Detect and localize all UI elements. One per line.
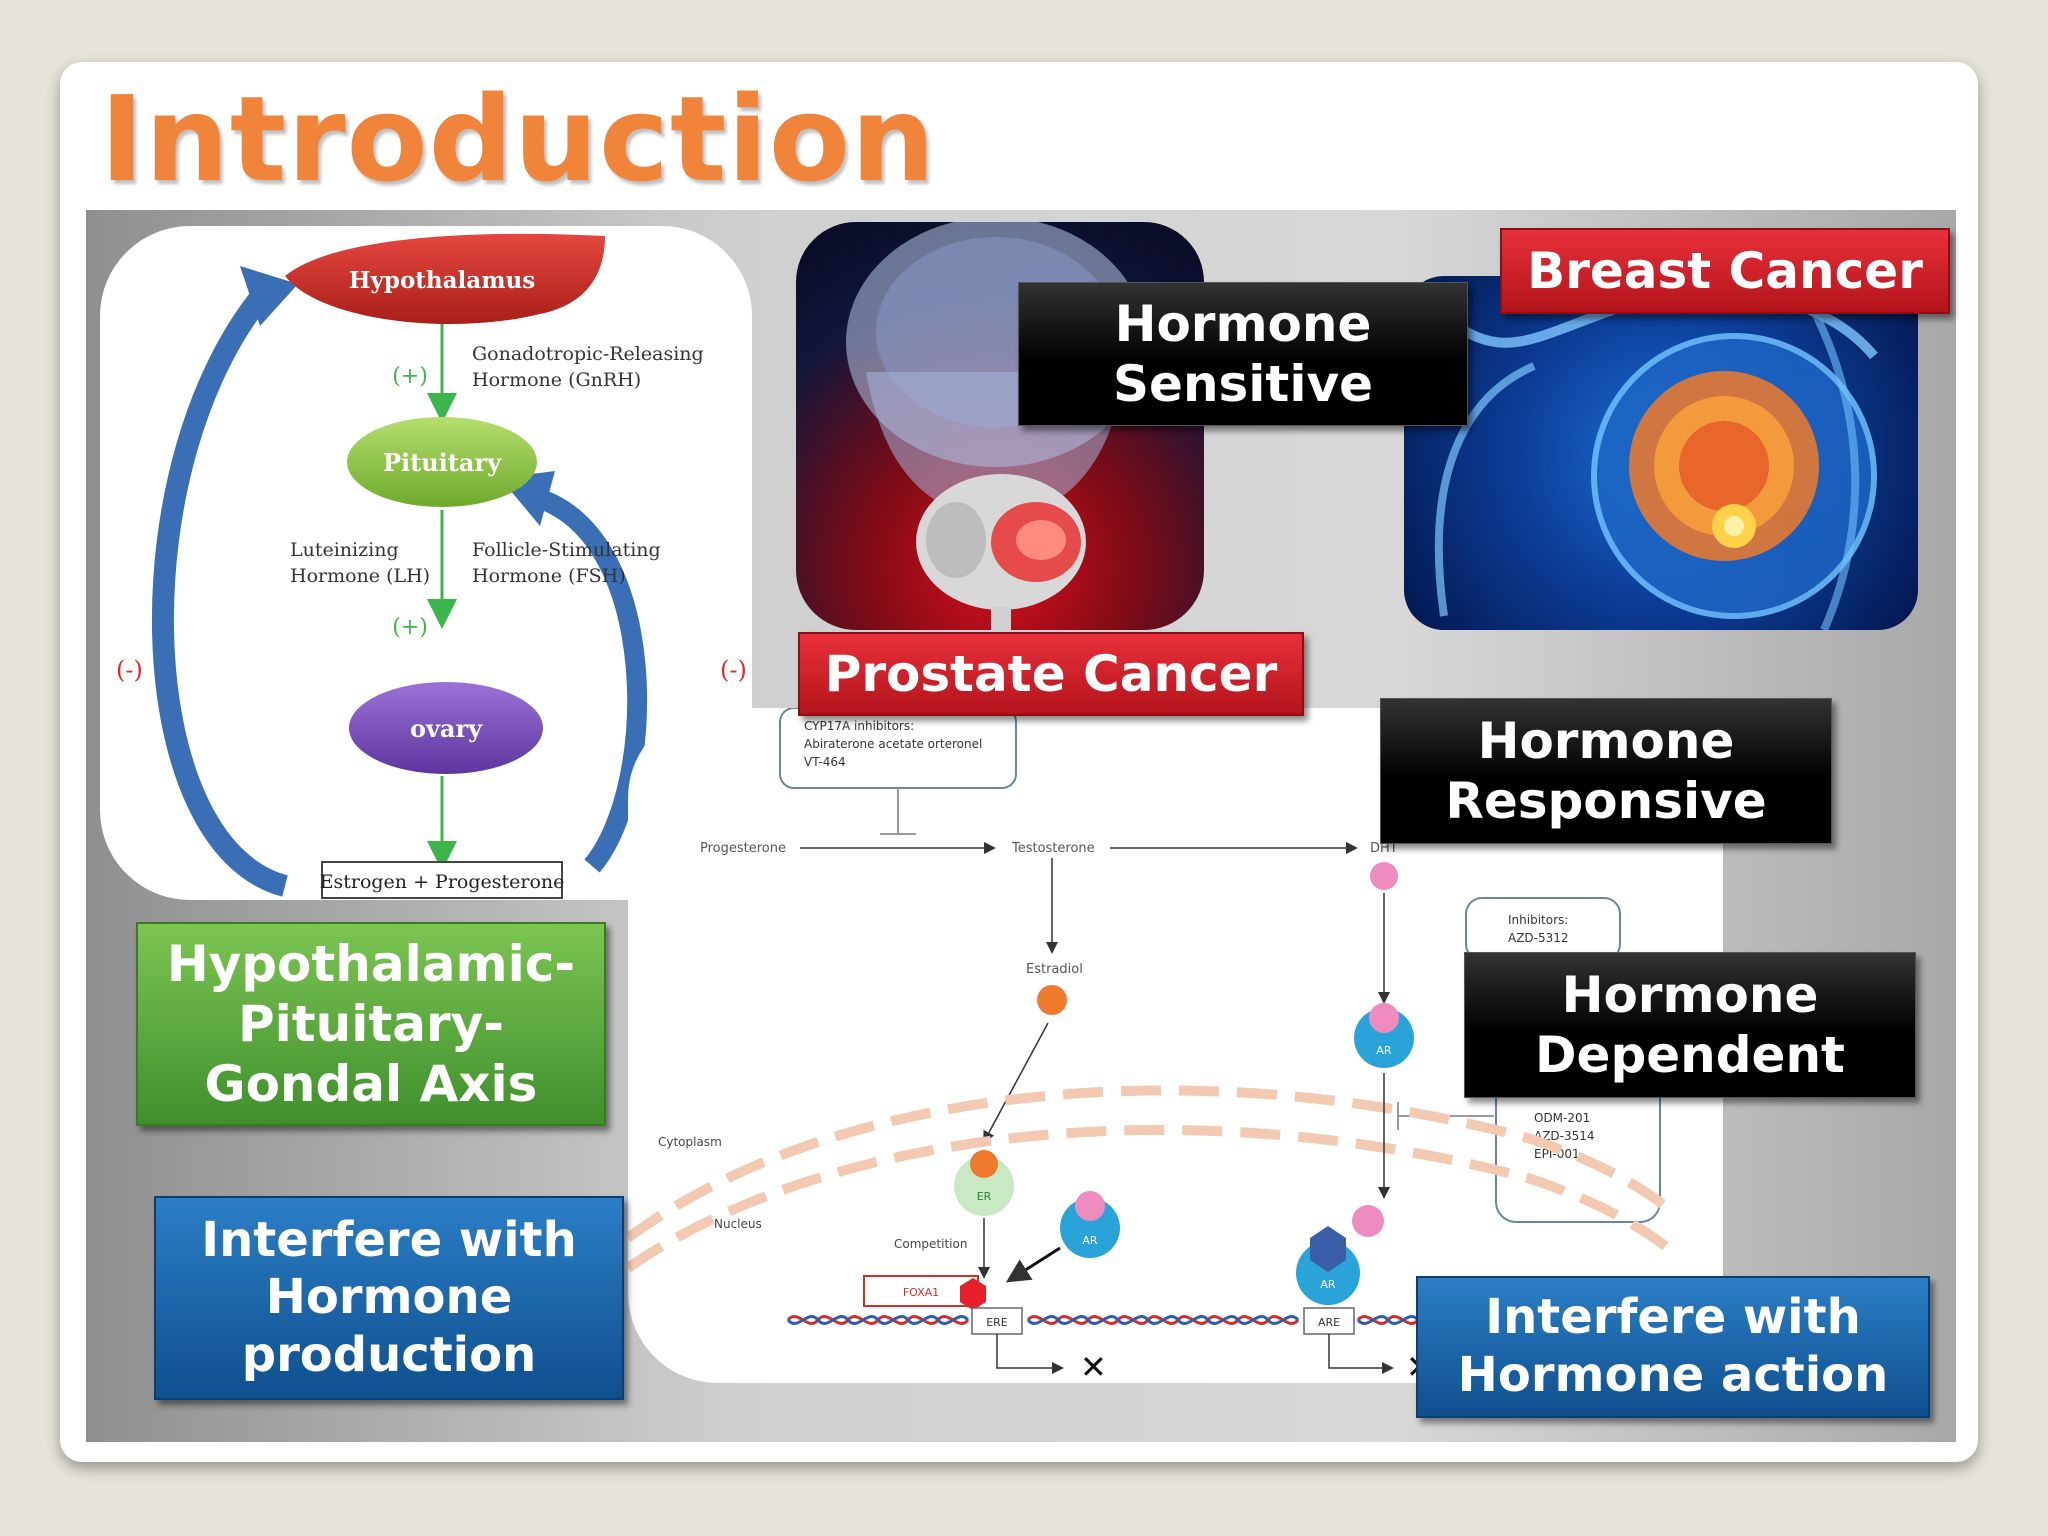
interfere-action-label: Interfere with Hormone action: [1416, 1276, 1930, 1418]
dht-molecule-nuclear: [1352, 1205, 1384, 1237]
cyp-line-1: CYP17A inhibitors:: [804, 719, 914, 733]
lh-line-2: Hormone (LH): [290, 565, 430, 587]
ar-receptor-competing: [1060, 1198, 1120, 1258]
blocked-x-1: ✕: [1080, 1348, 1107, 1383]
ovary-shape: [349, 682, 543, 774]
nucleus-text: Nucleus: [714, 1217, 762, 1231]
estrogen-box: [321, 861, 563, 899]
testosterone-text: Testosterone: [1011, 841, 1095, 856]
ar-receptor-cytoplasm: [1354, 1008, 1414, 1068]
hpg-axis-label: Hypothalamic-Pituitary-Gondal Axis: [136, 922, 606, 1126]
ar-label-3: AR: [1320, 1278, 1336, 1291]
fsh-line-2: Hormone (FSH): [472, 565, 626, 587]
breast-image: [1404, 276, 1918, 630]
slide-title: Introduction: [100, 70, 936, 208]
are-box: [1303, 1307, 1355, 1335]
inhibitors-top-line-2: AZD-5312: [1508, 931, 1569, 945]
feedback-arrow-right: [527, 486, 648, 873]
feedback-arrow-left: [152, 278, 289, 897]
gnrh-line-2: Hormone (GnRH): [472, 369, 641, 391]
are-text: ARE: [1318, 1316, 1340, 1329]
foxa1-text: FOXA1: [903, 1286, 939, 1299]
gnrh-line-1: Gonadotropic-Releasing: [472, 343, 704, 365]
foxa1-marker: [960, 1278, 986, 1310]
pituitary-shape: [347, 417, 537, 507]
ar-label-1: AR: [1376, 1044, 1392, 1057]
cytoplasm-text: Cytoplasm: [658, 1135, 722, 1149]
gnrh-plus: (+): [392, 364, 428, 389]
lhfsh-plus: (+): [392, 615, 428, 640]
inhibitors-bottom-line-1: ODM-201: [1534, 1111, 1590, 1125]
er-receptor: [954, 1156, 1014, 1216]
pituitary-text: Pituitary: [383, 448, 502, 477]
prostate-cancer-label: Prostate Cancer: [798, 632, 1304, 716]
ovary-text: ovary: [410, 714, 483, 743]
hormone-sensitive-label: Hormone Sensitive: [1018, 282, 1468, 426]
lh-line-1: Luteinizing: [290, 539, 399, 561]
tumor-flower: [1629, 371, 1819, 561]
dht-text: DHT: [1370, 841, 1398, 856]
breast-cancer-label: Breast Cancer: [1500, 228, 1950, 314]
breast-illustration: [1434, 276, 1878, 630]
interfere-production-label: Interfere with Hormone production: [154, 1196, 624, 1400]
prostate-image: [796, 222, 1204, 630]
inhibitors-top-line-1: Inhibitors:: [1508, 913, 1568, 927]
er-label: ER: [977, 1190, 992, 1203]
estradiol-text: Estradiol: [1026, 962, 1083, 977]
cyp-line-3: VT-464: [804, 755, 846, 769]
estradiol-molecule: [1037, 985, 1067, 1015]
estrogen-text: Estrogen + Progesterone: [320, 871, 565, 893]
inhibitors-top-box: [1465, 897, 1621, 961]
ar-label-2: AR: [1082, 1234, 1098, 1247]
fsh-line-1: Follicle-Stimulating: [472, 539, 661, 561]
hypothalamus-shape: [285, 233, 605, 325]
cell-membrane: [628, 1085, 1671, 1243]
cyp-line-2: Abiraterone acetate orteronel: [804, 737, 982, 751]
inhibitors-bottom-line-3: EPI-001: [1534, 1147, 1580, 1161]
hormone-responsive-label: Hormone Responsive: [1380, 698, 1832, 844]
minus-right: (-): [720, 656, 747, 684]
pathway-diagram-svg: CYP17A inhibitors: Abiraterone acetate o…: [628, 708, 1671, 1383]
minus-left: (-): [116, 656, 143, 684]
hpg-diagram-svg: Hypothalamus (+) Gonadotropic-Releasing …: [116, 233, 747, 899]
ere-text: ERE: [986, 1316, 1008, 1329]
progesterone-text: Progesterone: [700, 841, 786, 856]
hypothalamus-text: Hypothalamus: [349, 267, 535, 294]
inhibitors-bottom-line-2: AZD-3514: [1534, 1129, 1595, 1143]
hormone-dependent-label: Hormone Dependent: [1464, 952, 1916, 1098]
competition-text: Competition: [894, 1237, 967, 1251]
dht-molecule: [1370, 862, 1398, 890]
